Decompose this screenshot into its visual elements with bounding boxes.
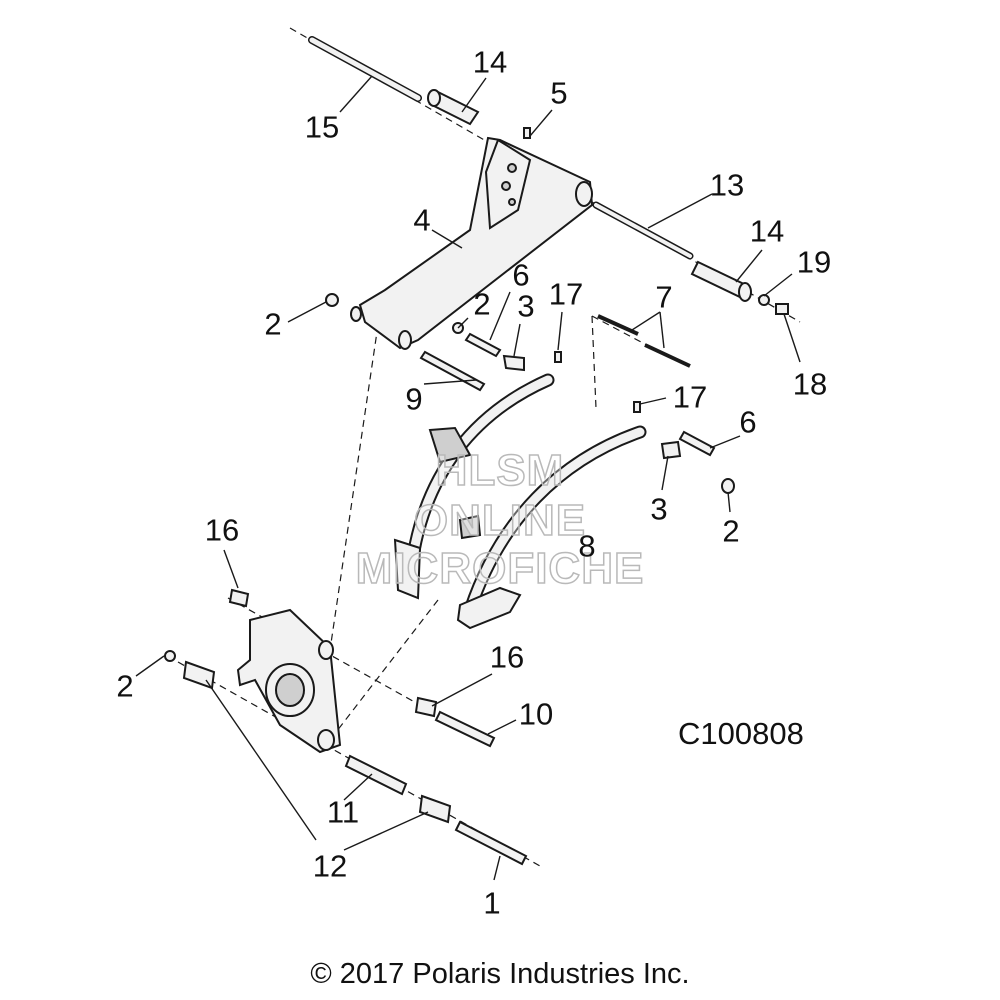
- watermark-line-2: ONLINE: [413, 495, 587, 546]
- bushing-14-lower: [690, 260, 752, 302]
- grease-fitting-5: [523, 127, 531, 139]
- upper-arm-4: [350, 136, 594, 350]
- callout-13: 13: [709, 167, 745, 203]
- bolt-9: [419, 350, 486, 392]
- spacer-11: [344, 754, 408, 796]
- watermark-line-1: HLSM: [435, 445, 565, 496]
- callout-9: 9: [405, 381, 423, 417]
- pin-6-lower: [678, 430, 716, 457]
- grease-fitting-17-a: [554, 351, 562, 363]
- callout-10: 10: [518, 696, 554, 732]
- callout-14-lower: 14: [749, 213, 785, 249]
- callout-3-lower: 3: [650, 491, 668, 527]
- callout-11: 11: [326, 794, 360, 830]
- callout-12: 12: [312, 848, 348, 884]
- bushing-2-a: [325, 293, 339, 307]
- callout-6-lower: 6: [739, 404, 757, 440]
- callout-17-upper: 17: [548, 276, 584, 312]
- bolt-1: [454, 820, 528, 866]
- pin-7-a: [597, 314, 639, 336]
- copyright-notice: © 2017 Polaris Industries Inc.: [310, 958, 690, 990]
- shaft-13: [592, 201, 694, 260]
- pin-10: [434, 710, 496, 748]
- callout-2-left: 2: [264, 306, 282, 342]
- watermark-line-3: MICROFICHE: [355, 543, 645, 594]
- bushing-12-b: [418, 794, 452, 824]
- bushing-16-a: [228, 588, 250, 608]
- callout-16-left: 16: [204, 512, 240, 548]
- callout-15: 15: [304, 109, 340, 145]
- callout-18: 18: [792, 366, 828, 402]
- callout-4: 4: [413, 202, 431, 238]
- callout-19: 19: [796, 244, 832, 280]
- figure-code: C100808: [678, 716, 804, 751]
- pin-6-upper: [464, 332, 502, 358]
- callout-3-upper: 3: [517, 288, 535, 324]
- bushing-3-upper: [502, 354, 525, 372]
- callout-16-right: 16: [489, 639, 525, 675]
- callout-7: 7: [655, 279, 673, 315]
- lower-arm-8: [393, 373, 647, 630]
- knuckle: [236, 608, 342, 754]
- nut-18: [775, 303, 789, 315]
- pin-7-b: [644, 343, 691, 368]
- callout-2-lower: 2: [116, 668, 134, 704]
- callout-1: 1: [483, 885, 501, 921]
- leader-lines: [135, 75, 801, 881]
- bushing-2-d: [164, 650, 176, 662]
- shaft-15: [308, 36, 422, 102]
- bushing-3-lower: [660, 440, 682, 460]
- callout-2-right: 2: [722, 513, 740, 549]
- callout-8: 8: [578, 528, 596, 564]
- callout-5: 5: [550, 75, 568, 111]
- callout-6-upper: 6: [512, 257, 530, 293]
- callout-17-lower: 17: [672, 379, 708, 415]
- callout-14-upper: 14: [472, 44, 508, 80]
- grease-fitting-17-b: [633, 401, 641, 413]
- washer-19: [758, 294, 770, 306]
- bushing-16-b: [414, 696, 438, 718]
- bushing-14-upper: [427, 89, 480, 126]
- callout-2-upper: 2: [473, 286, 491, 322]
